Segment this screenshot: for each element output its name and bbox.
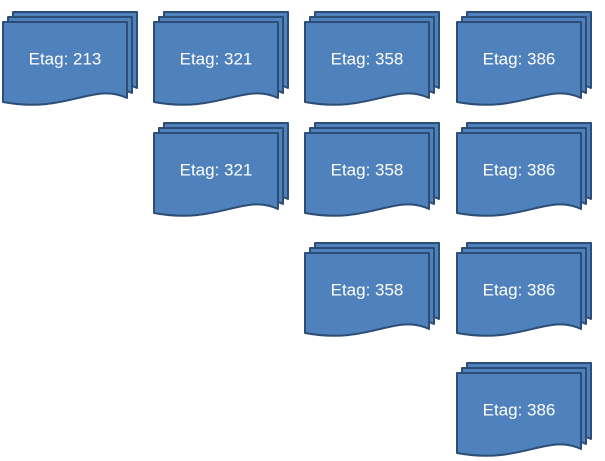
multidocument-stack: Etag: 358: [304, 122, 440, 217]
multidocument-stack: Etag: 358: [304, 11, 440, 106]
etag-label: Etag: 386: [483, 400, 556, 419]
document-page-front: [153, 132, 279, 217]
document-page-front: [456, 252, 582, 337]
etag-label: Etag: 358: [331, 280, 404, 299]
etag-label: Etag: 213: [29, 49, 102, 68]
document-page-front: [304, 252, 430, 337]
etag-label: Etag: 321: [180, 49, 253, 68]
multidocument-stack: Etag: 386: [456, 11, 592, 106]
etag-label: Etag: 386: [483, 280, 556, 299]
document-page-front: [456, 372, 582, 457]
document-page-front: [153, 21, 279, 106]
multidocument-stack: Etag: 213: [2, 11, 138, 106]
multidocument-stack: Etag: 321: [153, 122, 289, 217]
etag-label: Etag: 321: [180, 160, 253, 179]
document-page-front: [304, 21, 430, 106]
etag-label: Etag: 358: [331, 160, 404, 179]
multidocument-stack: Etag: 386: [456, 362, 592, 457]
multidocument-stack: Etag: 386: [456, 242, 592, 337]
etag-label: Etag: 386: [483, 160, 556, 179]
document-page-front: [304, 132, 430, 217]
document-page-front: [2, 21, 128, 106]
document-page-front: [456, 21, 582, 106]
multidocument-stack: Etag: 358: [304, 242, 440, 337]
etag-label: Etag: 358: [331, 49, 404, 68]
etag-label: Etag: 386: [483, 49, 556, 68]
multidocument-stack: Etag: 386: [456, 122, 592, 217]
multidocument-stack: Etag: 321: [153, 11, 289, 106]
document-page-front: [456, 132, 582, 217]
